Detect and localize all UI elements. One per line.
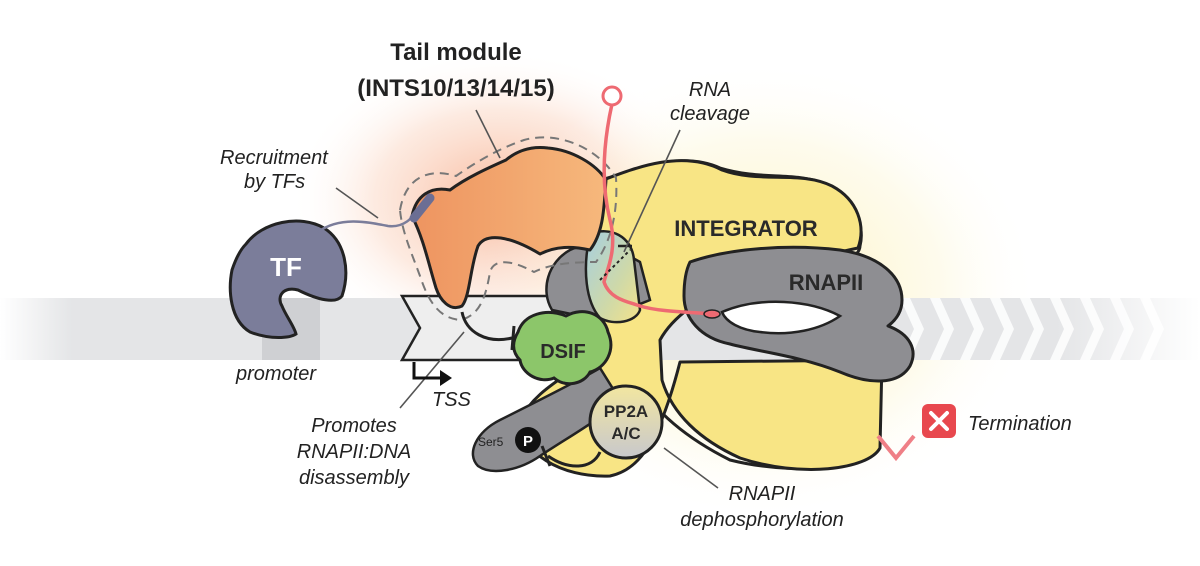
rnapii-cleft [720,300,843,335]
dephos-label-2: dephosphorylation [680,509,843,531]
rna-exit-site [703,309,721,319]
promotes-label-3: disassembly [299,467,410,489]
rna-5prime-cap [601,85,623,107]
tss-arrow-head [440,370,452,386]
dsif-protein [512,310,613,386]
leader-dephos [663,447,719,489]
rna-cleavage-label-1: RNA [689,79,731,101]
promotes-label-2: RNAPII:DNA [297,441,411,463]
rnapii-label: RNAPII [789,270,864,295]
inhibition-pp2a-to-p [547,451,602,468]
inhibition-tail-to-dsif [460,311,513,341]
ser5-label: Ser5 [478,435,504,449]
termination-label: Termination [968,413,1072,435]
recruitment-label-2: by TFs [244,171,305,193]
tf-binding-tip [409,193,435,223]
pp2a-label-line1: PP2A [604,402,648,421]
dephos-label-1: RNAPII [729,483,796,505]
tail-module-subunits: (INTS10/13/14/15) [357,75,554,102]
rna-cleavage-label-2: cleavage [670,103,750,125]
tail-module-dashed-outline [398,136,618,322]
inhibition-bar-1 [540,445,552,467]
cleavage-site-dotted [599,249,631,281]
tf-protein [228,219,348,339]
inhibition-bar-2 [510,325,516,351]
dna-direction-chevrons [900,298,1164,360]
promoter-label: promoter [235,363,317,385]
integrator-label: INTEGRATOR [674,216,818,241]
tss-arrow-icon [412,362,446,380]
pp2a-label-line2: A/C [611,424,640,443]
tail-module-title: Tail module [390,39,522,66]
tail-module-shape [410,146,608,309]
termination-arrow-head [876,434,916,462]
rna-strand [602,103,713,316]
recruitment-label-1: Recruitment [220,147,329,169]
promotes-label-1: Promotes [311,415,397,437]
leader-tail-module [475,109,501,159]
termination-x [929,411,949,431]
pp2a-protein [588,384,664,460]
tf-label: TF [270,252,302,282]
tss-label: TSS [432,389,472,411]
leader-rna-cleavage [623,129,681,253]
leader-recruitment [335,187,379,219]
dsif-label: DSIF [540,341,586,363]
phospho-badge [515,427,541,453]
phospho-label: P [523,433,533,450]
rnapii-ctd [471,366,622,473]
leader-promotes [399,331,465,409]
